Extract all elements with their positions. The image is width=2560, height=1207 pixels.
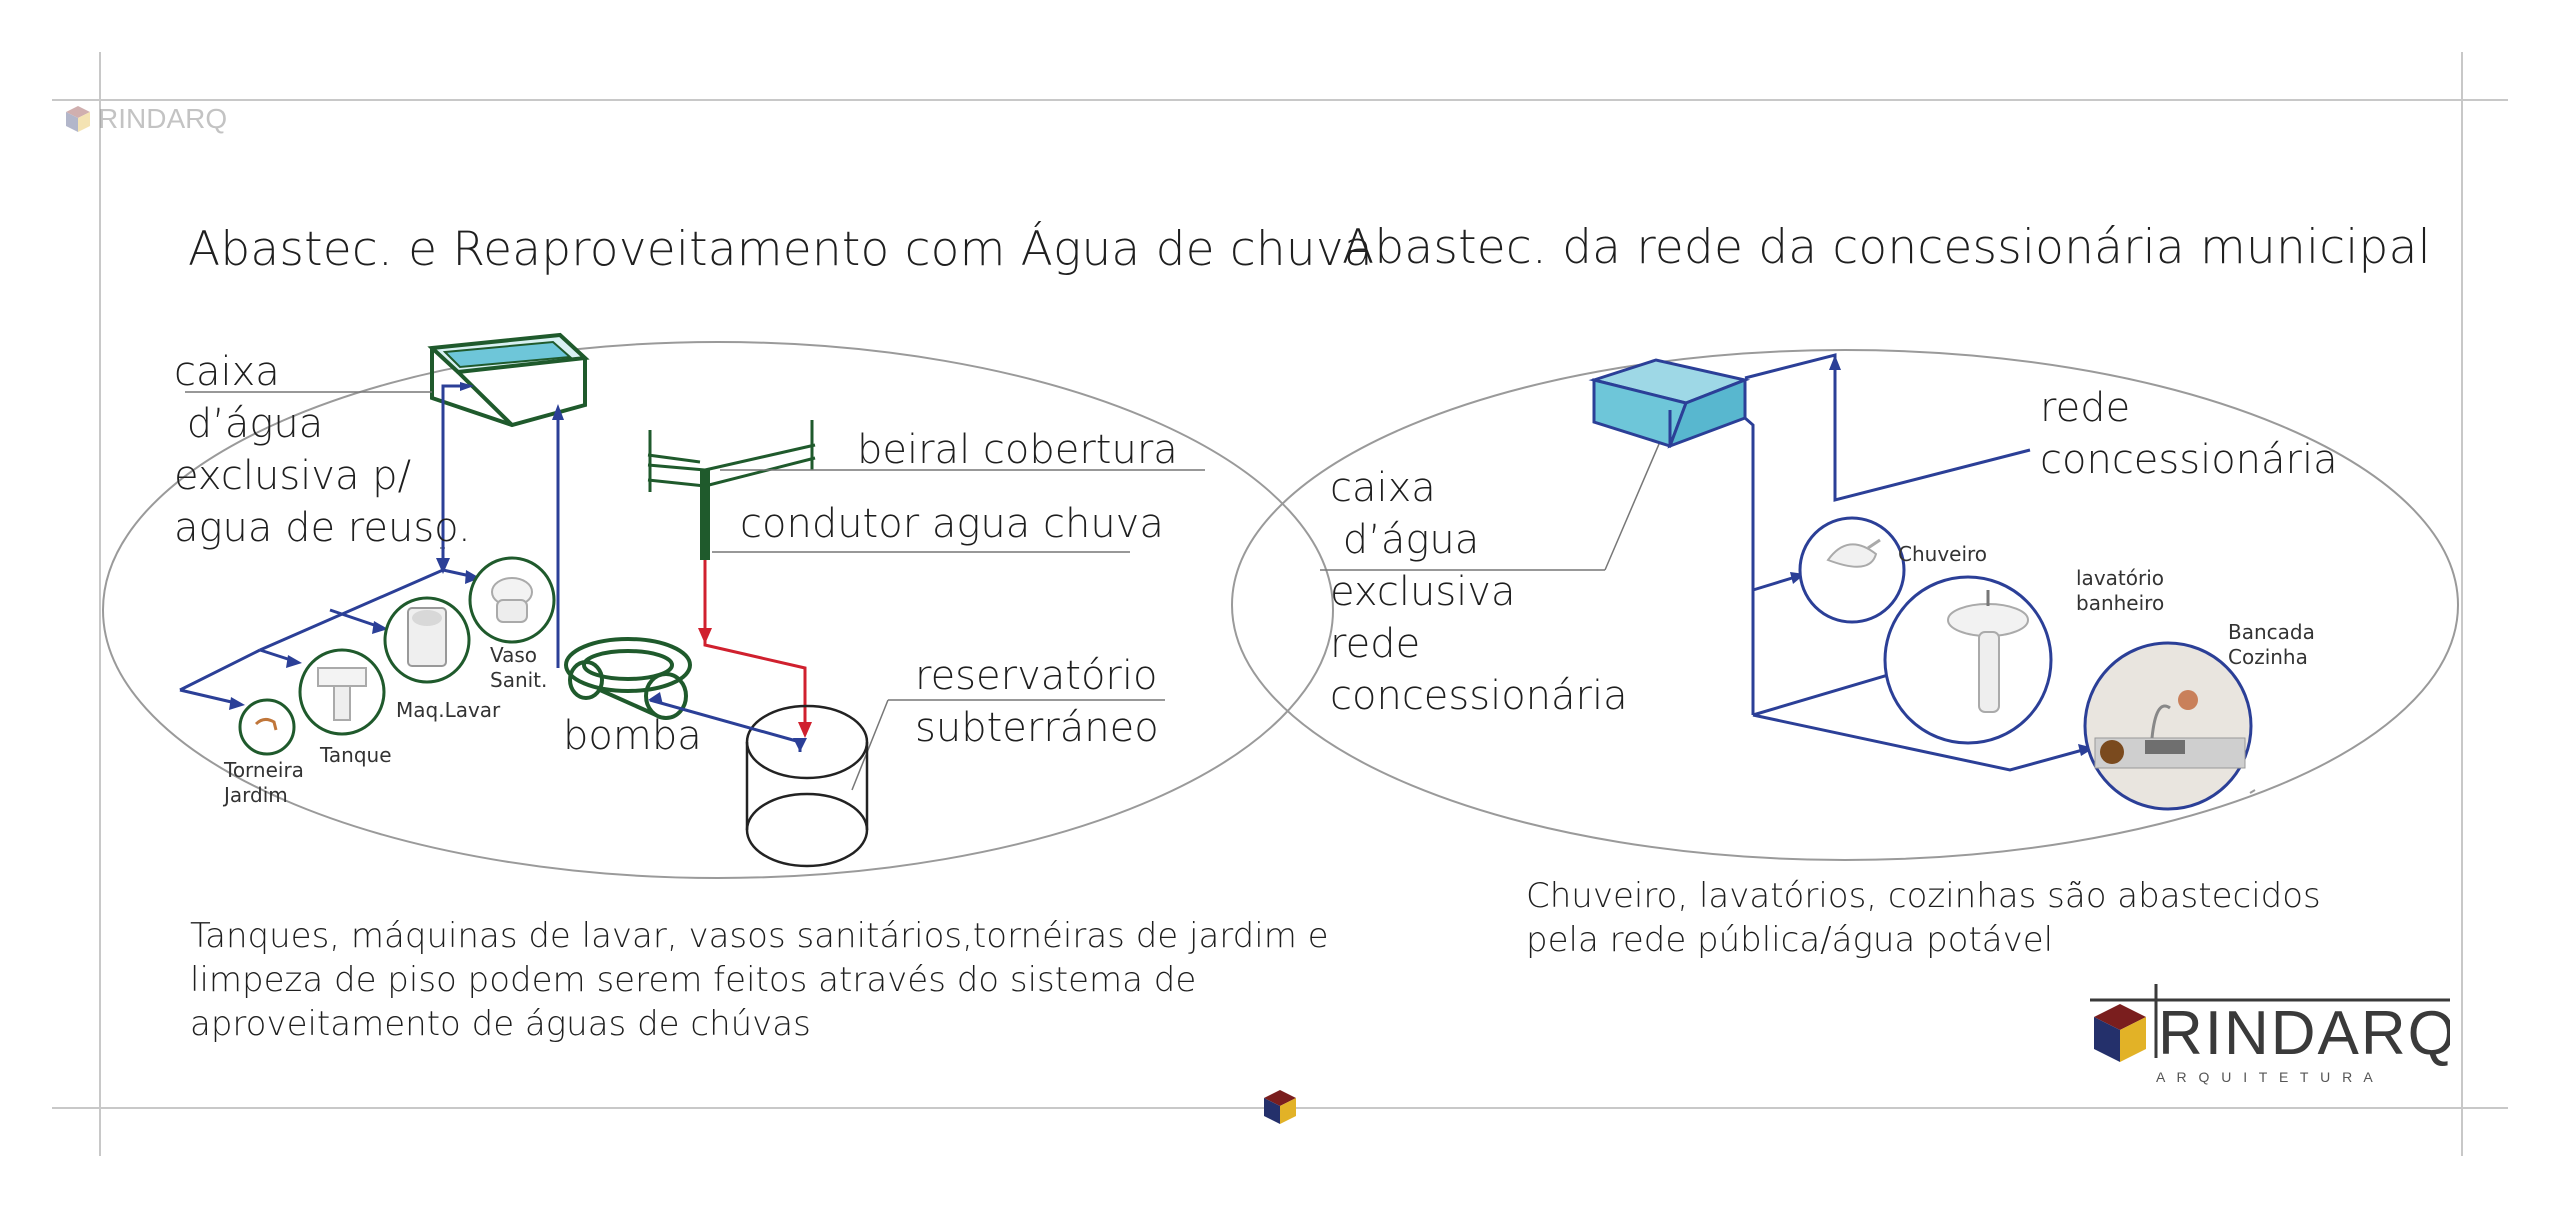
rain-conductor-label: condutor agua chuva (740, 501, 1164, 547)
garden-faucet-icon (238, 698, 296, 756)
kitchen-counter-label: Bancada Cozinha (2228, 620, 2315, 669)
rain-conductor-icon (700, 470, 710, 560)
rainwater-pipe (698, 560, 812, 738)
garden-faucet-label: Torneira Jardim (224, 758, 304, 807)
municipal-tank-label: caixa d’água exclusiva rede concessionár… (1330, 465, 1628, 719)
roof-eaves-icon (647, 420, 816, 492)
reservoir-label: reservatório subterráneo (915, 653, 1159, 751)
shower-icon (1798, 516, 1906, 624)
laundry-tank-label: Tanque (320, 743, 392, 767)
municipal-tank-icon (1588, 358, 1751, 449)
toilet-icon (468, 556, 556, 644)
brand-logo-wordmark: RINDARQ (2158, 999, 2450, 1068)
label-guides (185, 391, 1666, 791)
left-title: Abastec. e Reaproveitamento com Água de … (188, 222, 1373, 277)
shower-label: Chuveiro (1898, 542, 1988, 566)
right-caption: Chuveiro, lavatórios, cozinhas são abast… (1526, 876, 2321, 960)
ellipse-gap (2249, 789, 2256, 794)
brand-logo-cube-icon (2094, 1004, 2146, 1062)
bathroom-sink-icon (1883, 575, 2053, 745)
pump-label: bomba (563, 713, 702, 759)
right-ellipse (1231, 349, 2459, 861)
washing-machine-label: Maq.Lavar (396, 698, 501, 722)
right-title: Abastec. da rede da concessionária munic… (1342, 220, 2431, 275)
reuse-tank-label: caixa d’água exclusiva p/ agua de reuso. (174, 349, 471, 551)
roof-eaves-label: beiral cobertura (857, 427, 1178, 473)
brand-logo: RINDARQ A R Q U I T E T U R A (2090, 984, 2450, 1085)
center-logo-icon (1264, 1090, 1296, 1124)
bathroom-sink-label: lavatório banheiro (2076, 566, 2165, 615)
laundry-tank-icon (298, 648, 386, 736)
washing-machine-icon (383, 596, 471, 684)
reuse-tank-icon (427, 332, 590, 428)
underground-reservoir-icon (745, 704, 869, 868)
utility-network-label: rede concessionária (2040, 385, 2338, 483)
pump-icon (564, 637, 692, 720)
municipal-distribution-pipes (1744, 353, 2091, 772)
kitchen-counter-icon (2083, 641, 2253, 811)
frame-lines (52, 52, 2508, 1156)
corner-logo: RINDARQ (66, 103, 227, 134)
left-caption: Tanques, máquinas de lavar, vasos sanitá… (190, 916, 1329, 1044)
toilet-label: Vaso Sanit. (490, 643, 548, 692)
left-ellipse (102, 341, 1334, 879)
corner-logo-wordmark: RINDARQ (98, 103, 227, 134)
brand-logo-subtitle: A R Q U I T E T U R A (2156, 1069, 2377, 1085)
reuse-arrowheads (229, 382, 807, 752)
